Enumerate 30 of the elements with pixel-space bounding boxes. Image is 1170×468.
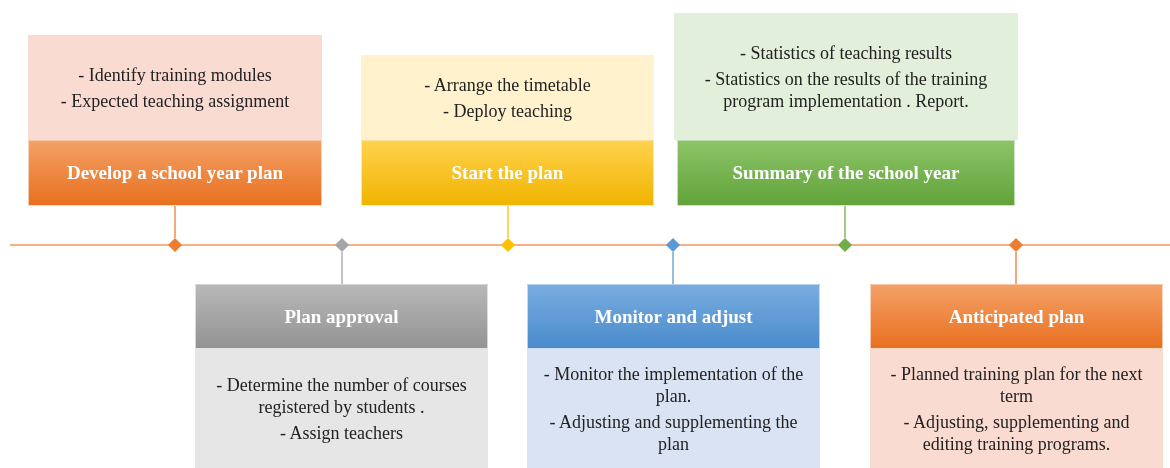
connector-line [174, 205, 176, 239]
task-card [195, 349, 488, 468]
task-card [674, 13, 1018, 140]
task-text: - Assign teachers [280, 421, 403, 444]
task-text: - Arrange the timetable [424, 73, 591, 96]
connector-line [844, 205, 846, 239]
task-text: - Monitor the implementation of the plan. [542, 362, 805, 407]
task-card [361, 55, 654, 140]
task-text: - Identify training modules [78, 63, 272, 86]
connector-line [341, 251, 343, 285]
task-card [527, 349, 820, 468]
task-text: - Statistics of teaching results [740, 41, 952, 64]
stage-title-box: Monitor and adjust [527, 284, 820, 349]
task-card [28, 35, 322, 140]
task-text: - Determine the number of courses registered by students . [215, 373, 468, 418]
connector-line [1015, 251, 1017, 285]
task-text: - Statistics on the results of the training program implementation . Report. [703, 67, 989, 112]
stage-title-box: Start the plan [361, 140, 654, 206]
task-text: - Expected teaching assignment [60, 89, 290, 112]
task-text: - Planned training plan for the next term [889, 362, 1144, 407]
stage-title-box: Summary of the school year [677, 140, 1015, 206]
stage-title-box: Anticipated plan [870, 284, 1163, 349]
stage-title-box: Plan approval [195, 284, 488, 349]
task-text: - Adjusting, supplementing and editing training programs. [902, 410, 1131, 455]
task-text: - Deploy teaching [443, 99, 572, 122]
task-text: - Adjusting and supplementing the plan [548, 410, 799, 455]
connector-line [507, 205, 509, 239]
stage-title-box: Develop a school year plan [28, 140, 322, 206]
connector-line [672, 251, 674, 285]
task-card [870, 349, 1163, 468]
